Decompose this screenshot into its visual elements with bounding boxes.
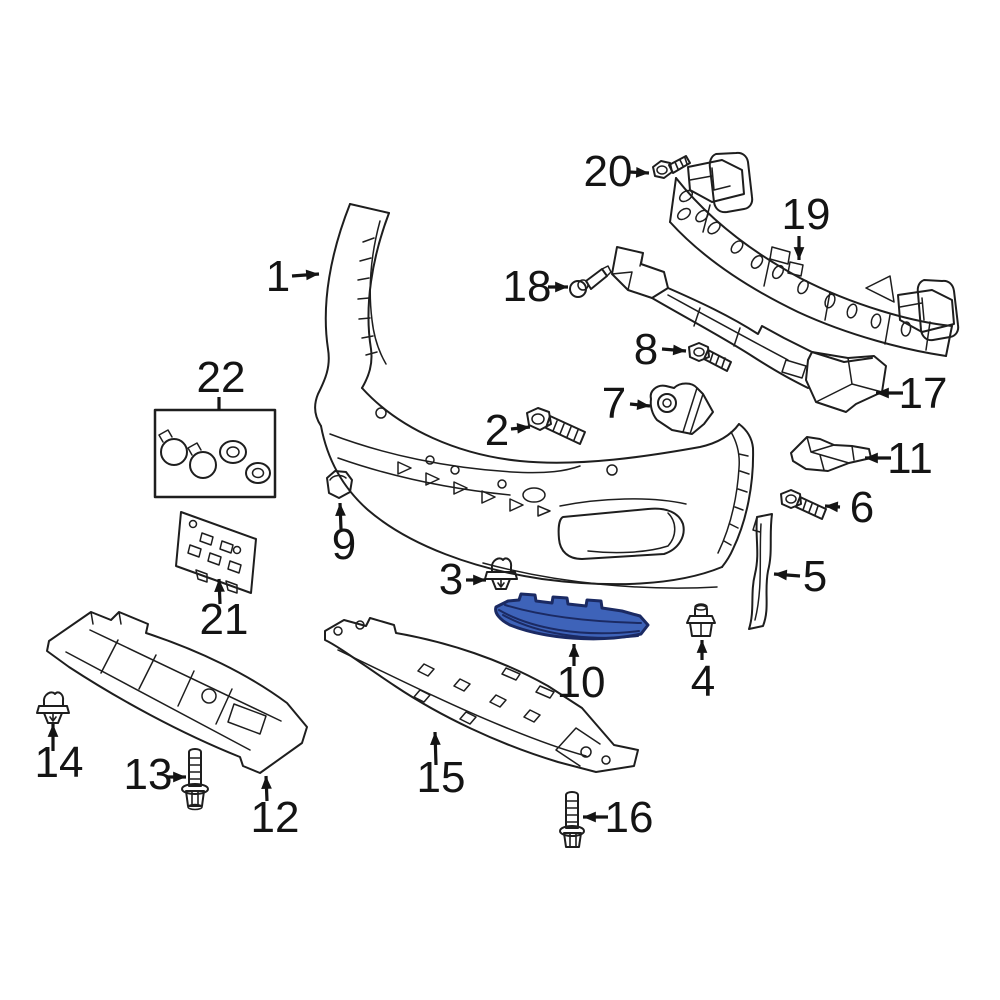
callout-2-label: 2 (485, 406, 509, 455)
part-17-impact-absorber[interactable] (611, 246, 887, 413)
part-13-bolt[interactable] (181, 748, 209, 811)
part-16-bolt[interactable] (559, 791, 585, 848)
callout-22[interactable]: 22 (197, 353, 246, 410)
part-9-cap[interactable] (326, 470, 353, 499)
callout-4[interactable]: 4 (691, 640, 715, 706)
part-20-bolt[interactable] (652, 155, 691, 179)
part-1-bumper-cover[interactable] (314, 203, 755, 589)
callouts: 1 2 3 4 5 6 7 8 (35, 147, 948, 842)
callout-17[interactable]: 17 (876, 369, 947, 418)
callout-5[interactable]: 5 (773, 552, 827, 601)
callout-11-label: 11 (887, 434, 933, 483)
callout-1[interactable]: 1 (266, 252, 320, 301)
part-6-bolt[interactable] (780, 489, 827, 520)
part-15-under-cover-center[interactable] (324, 617, 639, 773)
part-14-clip[interactable] (36, 691, 70, 724)
callout-20[interactable]: 20 (584, 147, 650, 196)
part-22-hardware-kit[interactable] (153, 408, 277, 499)
part-7-sensor-bracket[interactable] (649, 382, 714, 435)
callout-9-label: 9 (332, 520, 356, 569)
callout-18-label: 18 (503, 262, 552, 311)
callout-20-label: 20 (584, 147, 633, 196)
callout-11[interactable]: 11 (865, 434, 933, 483)
callout-5-label: 5 (803, 552, 827, 601)
callout-12-label: 12 (251, 793, 300, 842)
part-8-bolt[interactable] (688, 342, 732, 372)
callout-19-label: 19 (782, 190, 831, 239)
callout-14-label: 14 (35, 738, 84, 787)
callout-9[interactable]: 9 (332, 502, 356, 569)
callout-3[interactable]: 3 (439, 555, 486, 604)
callout-16[interactable]: 16 (583, 793, 653, 842)
part-11-side-bracket[interactable] (790, 436, 872, 472)
callout-2[interactable]: 2 (485, 406, 531, 455)
part-21-license-bracket[interactable] (175, 511, 257, 594)
part-19-impact-bar[interactable] (669, 151, 960, 357)
diagram-artwork (36, 151, 960, 848)
callout-7[interactable]: 7 (602, 379, 651, 428)
callout-22-label: 22 (197, 353, 246, 402)
callout-13-label: 13 (124, 750, 173, 799)
callout-7-label: 7 (602, 379, 626, 428)
part-10-grille-molding-highlighted[interactable] (494, 592, 650, 641)
callout-21[interactable]: 21 (200, 578, 249, 644)
part-5-side-support[interactable] (748, 513, 773, 630)
callout-6[interactable]: 6 (824, 483, 874, 532)
callout-4-label: 4 (691, 657, 715, 706)
part-18-clip[interactable] (569, 265, 612, 298)
callout-10-label: 10 (557, 658, 606, 707)
callout-6-label: 6 (850, 483, 874, 532)
part-4-clip[interactable] (686, 603, 716, 637)
callout-3-label: 3 (439, 555, 463, 604)
callout-13[interactable]: 13 (124, 750, 186, 799)
callout-21-label: 21 (200, 595, 249, 644)
callout-15[interactable]: 15 (417, 731, 466, 802)
callout-12[interactable]: 12 (251, 775, 300, 842)
callout-1-label: 1 (266, 252, 290, 301)
part-12-under-cover-side[interactable] (46, 611, 308, 774)
callout-18[interactable]: 18 (503, 262, 568, 311)
callout-10[interactable]: 10 (557, 644, 606, 707)
callout-19[interactable]: 19 (782, 190, 831, 260)
callout-16-label: 16 (605, 793, 654, 842)
part-2-bolt[interactable] (526, 407, 586, 445)
callout-14[interactable]: 14 (35, 724, 84, 787)
callout-8-label: 8 (634, 325, 658, 374)
callout-8[interactable]: 8 (634, 325, 687, 374)
callout-15-label: 15 (417, 753, 466, 802)
callout-17-label: 17 (899, 369, 948, 418)
